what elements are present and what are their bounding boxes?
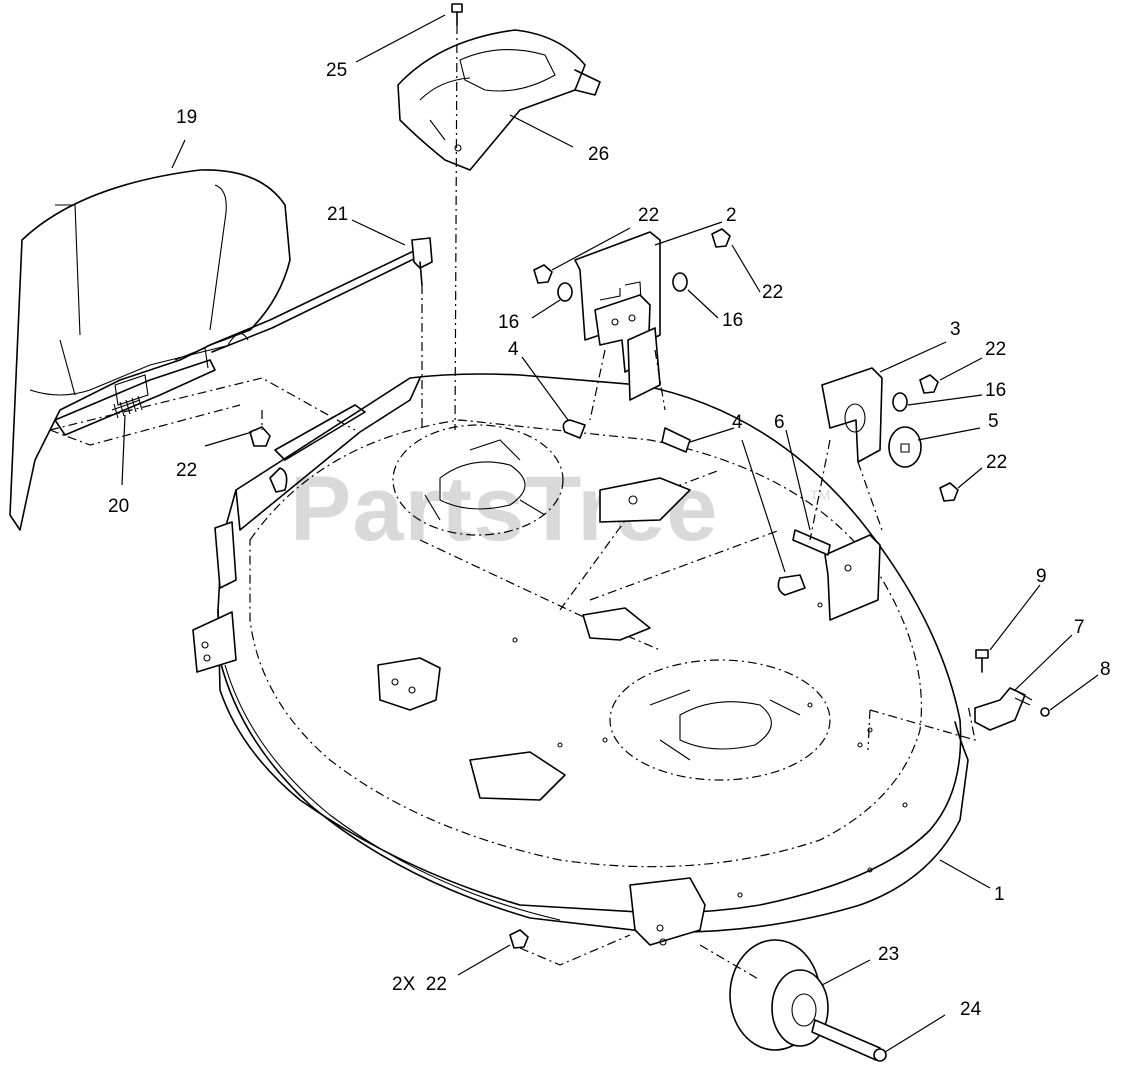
deflector-cover bbox=[397, 29, 601, 171]
callout-26: 26 bbox=[588, 144, 609, 165]
callout-21: 21 bbox=[327, 204, 348, 225]
callout-9: 9 bbox=[1036, 566, 1047, 587]
fasteners bbox=[249, 3, 989, 949]
leader-lines bbox=[121, 14, 1099, 1053]
callout-6: 6 bbox=[774, 412, 785, 433]
watermark-trademark: TM bbox=[810, 487, 830, 503]
gauge-wheel bbox=[729, 939, 887, 1062]
callout-25: 25 bbox=[326, 60, 347, 81]
callout-3: 3 bbox=[950, 319, 961, 340]
callout-4-left: 4 bbox=[508, 339, 519, 360]
wash-port-elbow bbox=[974, 687, 1050, 731]
assembly-lines bbox=[49, 24, 976, 981]
callout-16-right: 16 bbox=[722, 310, 743, 331]
callout-2x-22: 2X 22 bbox=[392, 974, 447, 995]
callout-22-by-3: 22 bbox=[985, 339, 1006, 360]
callout-19: 19 bbox=[176, 107, 197, 128]
callout-5: 5 bbox=[988, 411, 999, 432]
callout-20: 20 bbox=[108, 496, 129, 517]
callout-22-by-5: 22 bbox=[986, 452, 1007, 473]
callout-16-left: 16 bbox=[498, 312, 519, 333]
callout-7: 7 bbox=[1074, 617, 1085, 638]
callout-23: 23 bbox=[878, 944, 899, 965]
spring bbox=[111, 395, 143, 419]
callout-2: 2 bbox=[726, 205, 737, 226]
bracket-lower-right bbox=[824, 534, 881, 621]
callout-24: 24 bbox=[960, 999, 982, 1020]
callout-8: 8 bbox=[1100, 659, 1111, 680]
callout-16-by-3: 16 bbox=[985, 380, 1006, 401]
discharge-chute bbox=[9, 169, 291, 531]
callout-labels: 25 26 19 21 22 2 22 16 16 4 3 22 16 4 6 … bbox=[108, 60, 1111, 1020]
callout-22-right-of-2: 22 bbox=[762, 282, 783, 303]
callout-4-right: 4 bbox=[732, 412, 743, 433]
bracket-3 bbox=[821, 367, 883, 463]
callout-22-left: 22 bbox=[176, 460, 197, 481]
chute-rod bbox=[209, 237, 433, 353]
mower-deck-housing bbox=[192, 373, 969, 946]
bracket-4-mount bbox=[594, 294, 661, 401]
callout-1: 1 bbox=[994, 884, 1005, 905]
callout-22-top: 22 bbox=[638, 205, 659, 226]
